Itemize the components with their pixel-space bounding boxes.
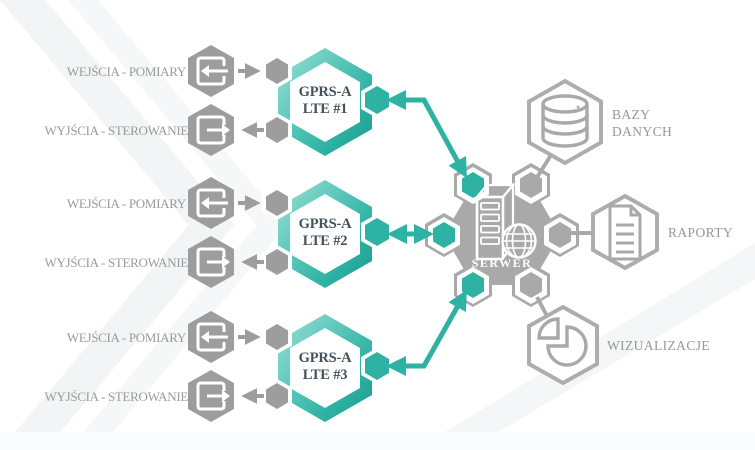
hex-connector [266,190,288,216]
hex-connector-teal [462,272,484,298]
output-label: WYJŚCIA - STEROWANIE [44,123,189,138]
hex-connector-teal [433,222,455,248]
exit-icon-hex [188,104,234,156]
exit-icon-hex [188,370,234,422]
hex-connector [549,222,571,248]
hex-connector [520,272,542,298]
enter-icon-hex [188,311,234,363]
input-label: WEJŚCIA - POMIARY [66,64,186,79]
device-group: WEJŚCIA - POMIARY WYJŚCIA - STEROWANIE G… [0,172,755,304]
output-label: WYJŚCIA - STEROWANIE [44,389,189,404]
hex-connector [266,117,288,143]
hex-connector [266,383,288,409]
device-hexagon-inner [290,328,360,408]
hex-connector [266,249,288,275]
server-label: SERWER [471,256,533,270]
input-label: WEJŚCIA - POMIARY [66,330,186,345]
hex-connector [266,324,288,350]
enter-icon-hex [188,45,234,97]
reports-label: RAPORTY [668,225,734,240]
device-group: WEJŚCIA - POMIARY WYJŚCIA - STEROWANIE G… [0,306,755,438]
hex-connector-teal [365,218,389,246]
exit-icon-hex [188,236,234,288]
input-label: WEJŚCIA - POMIARY [66,196,186,211]
output-label: WYJŚCIA - STEROWANIE [44,255,189,270]
visualizations-label: WIZUALIZACJE [607,338,711,353]
hex-connector [266,58,288,84]
enter-icon-hex [188,177,234,229]
